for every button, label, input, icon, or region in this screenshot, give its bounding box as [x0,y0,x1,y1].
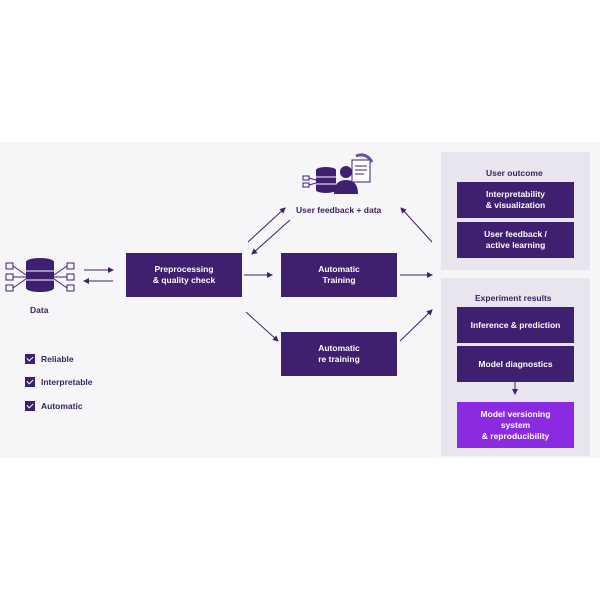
arrow-retraining-to-results [399,309,433,342]
automatic-retraining-box: Automatic re training [281,332,397,376]
checkbox-icon [25,354,35,364]
arrow-preprocessing-to-feedback [247,207,286,243]
inference-box: Inference & prediction [457,307,574,343]
legend-interpretable: Interpretable [25,377,93,387]
user-outcome-title: User outcome [486,168,543,178]
feedback-label: User feedback + data [296,205,382,215]
checkbox-icon [25,401,35,411]
arrow-feedback-to-preprocessing [251,219,291,255]
interpretability-box: Interpretability & visualization [457,182,574,218]
user-feedback-box: User feedback / active learning [457,222,574,258]
preprocessing-box: Preprocessing & quality check [126,253,242,297]
legend-reliable: Reliable [25,354,74,364]
model-diagnostics-box: Model diagnostics [457,346,574,382]
arrow-preprocessing-to-retraining [245,311,279,342]
data-label: Data [30,305,49,315]
checkbox-icon [25,377,35,387]
user-feedback-icon [302,153,374,194]
automatic-training-box: Automatic Training [281,253,397,297]
legend-label: Automatic [41,401,83,411]
database-network-icon [5,258,75,292]
legend-automatic: Automatic [25,401,83,411]
arrow-outcome-to-feedback [400,207,433,243]
experiment-results-title: Experiment results [475,293,552,303]
legend-label: Interpretable [41,377,93,387]
legend-label: Reliable [41,354,74,364]
model-versioning-box: Model versioning system & reproducibilit… [457,402,574,448]
